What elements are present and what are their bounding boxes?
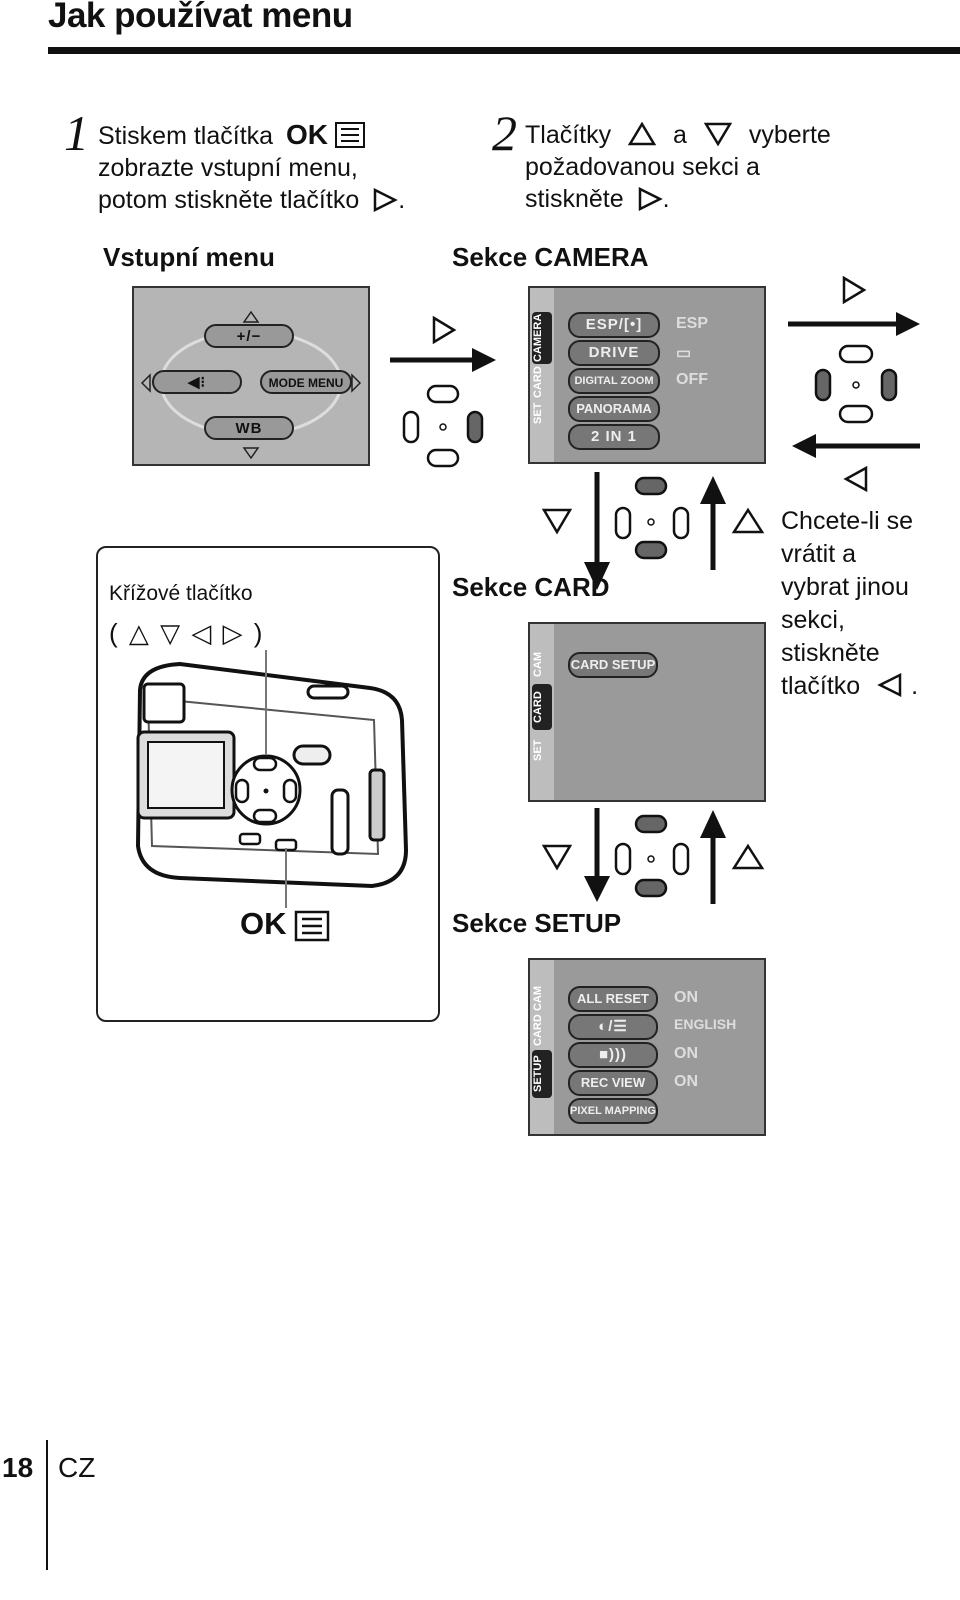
step-1-line2: zobrazte vstupní menu, (98, 154, 358, 182)
header-rule (48, 47, 960, 54)
tab-cam: CAM (532, 985, 544, 1011)
card-row-1-label: CARD SETUP (568, 652, 658, 678)
exposure-pill: +/− (204, 324, 294, 348)
right-transition-icon (390, 315, 496, 468)
tab-set: SET (532, 402, 544, 424)
entry-menu-screen: +/− ◀⁝ MODE MENU WB (132, 286, 370, 466)
card-section-label: Sekce CARD (452, 572, 610, 602)
wb-pill: WB (204, 416, 294, 440)
camera-row-2-value: ▭ (676, 345, 692, 362)
step-2-line1a: Tlačítky (525, 121, 612, 149)
side-note-line-4: sekci, (781, 606, 845, 634)
right-arrow-icon (373, 187, 398, 213)
camera-row-5-label: 2 IN 1 (568, 424, 660, 450)
step-2-period: . (662, 185, 670, 213)
step-2-line3: stiskněte (525, 185, 624, 213)
setup-row-5-label: PIXEL MAPPING (568, 1098, 658, 1124)
setup-row-4-label: REC VIEW (568, 1070, 658, 1096)
setup-row-1-label: ALL RESET (568, 986, 658, 1012)
setup-row-2-value: ENGLISH (674, 1016, 737, 1032)
setup-row-4-value: ON (674, 1073, 698, 1090)
side-note-line-1: Chcete-li se (781, 507, 913, 535)
step-1-number: 1 (64, 105, 89, 161)
side-note: Chcete-li se vrátit a vybrat jinou sekci… (781, 505, 918, 703)
camera-row-3-label: DIGITAL ZOOM (568, 368, 660, 394)
camera-tabstrip: CAMERA CARD SET (530, 288, 554, 462)
menu-icon (294, 910, 330, 942)
setup-section-label: Sekce SETUP (452, 908, 622, 938)
card-tabstrip: CAM CARD SET (530, 624, 554, 800)
page-title: Jak používat menu (48, 0, 353, 35)
tab-card: CARD (532, 366, 544, 398)
card-screen: CAM CARD SET CARD SETUP (528, 622, 766, 802)
step-1-text: Stiskem tlačítka OK zobrazte vstupní men… (98, 119, 405, 216)
arrow-pad-symbols: ( △ ▽ ◁ ▷ ) (109, 618, 265, 648)
tab-cam: CAM (532, 651, 544, 677)
down-arrow-icon (703, 122, 733, 147)
arrow-pad-label: Křížové tlačítko (109, 582, 253, 605)
camera-row-1-value: ESP (676, 315, 709, 332)
left-arrow-icon (877, 672, 902, 698)
menu-icon (334, 122, 365, 148)
camera-illustration (135, 650, 409, 908)
step-2-text: Tlačítky a vyberte požadovanou sekci a s… (525, 119, 831, 215)
tab-camera: CAMERA (532, 312, 552, 364)
tab-setup: SETUP (532, 1050, 552, 1098)
camera-row-4-label: PANORAMA (568, 396, 660, 422)
setup-row-3-label: ■))) (568, 1042, 658, 1068)
step-2-number: 2 (492, 105, 517, 161)
ok-label: OK (286, 119, 329, 150)
vertical-navigation-icon-2 (541, 808, 765, 904)
side-note-line-3: vybrat jinou (781, 573, 909, 601)
camera-row-3-value: OFF (676, 371, 708, 388)
setup-row-3-value: ON (674, 1045, 698, 1062)
entry-menu-label: Vstupní menu (103, 242, 275, 272)
camera-section-label: Sekce CAMERA (452, 242, 649, 272)
page-number: 18 (2, 1452, 34, 1483)
tab-card: CARD (532, 684, 552, 730)
step-1-line3: potom stiskněte tlačítko (98, 186, 360, 214)
side-navigation-icon (788, 275, 920, 492)
camera-row-1-label: ESP/[•] (568, 312, 660, 338)
setup-row-1-value: ON (674, 989, 698, 1006)
footer-rule (46, 1440, 48, 1570)
setup-row-2-label: ◐/☰ (568, 1014, 658, 1040)
vertical-navigation-icon-1 (541, 472, 765, 590)
side-note-line-6: tlačítko (781, 672, 861, 700)
camera-row-2-label: DRIVE (568, 340, 660, 366)
step-2-line1b: a (673, 121, 687, 149)
step-2-line1c: vyberte (748, 121, 831, 149)
tab-card: CARD (532, 1014, 544, 1046)
side-note-line-5: stiskněte (781, 639, 880, 667)
ok-button-label: OK (240, 906, 287, 941)
side-note-period: . (911, 672, 919, 700)
up-arrow-icon (627, 121, 657, 146)
step-1-period: . (398, 186, 406, 214)
mode-menu-pill: MODE MENU (260, 370, 352, 394)
right-arrow-icon (638, 186, 663, 212)
side-note-line-2: vrátit a (781, 540, 857, 568)
step-1-line1: Stiskem tlačítka (98, 122, 274, 150)
camera-panel (96, 546, 440, 1022)
setup-screen: CAM CARD SETUP ALL RESET ON ◐/☰ ENGLISH … (528, 958, 766, 1136)
tab-set: SET (532, 739, 544, 761)
quality-pill: ◀⁝ (152, 370, 242, 394)
step-2-line2: požadovanou sekci a (525, 153, 760, 181)
setup-tabstrip: CAM CARD SETUP (530, 960, 554, 1134)
camera-screen: CAMERA CARD SET ESP/[•] ESP DRIVE ▭ DIGI… (528, 286, 766, 464)
language-code: CZ (58, 1452, 96, 1483)
